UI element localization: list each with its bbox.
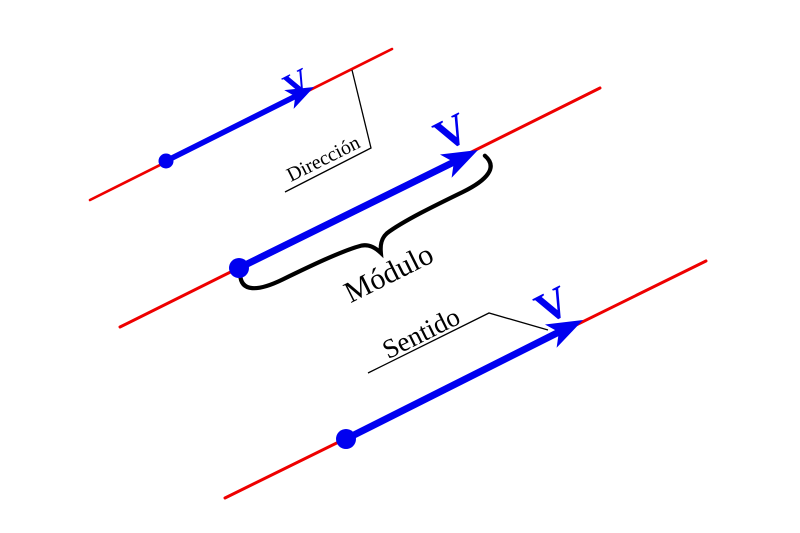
vector-direction-group: Dirección V (88, 47, 394, 202)
magnitude-brace-icon (238, 153, 493, 291)
magnitude-brace-group (238, 153, 493, 291)
magnitude-vector-shaft (237, 157, 458, 272)
sense-label-group: Sentido (377, 301, 464, 365)
direction-label: Dirección (283, 132, 363, 187)
sense-vector-origin-dot (336, 429, 356, 449)
direction-label-group: Dirección (283, 132, 363, 187)
direction-callout-line (284, 69, 372, 193)
magnitude-vector-arrowhead-icon (439, 150, 478, 178)
direction-vector-arrowhead-icon (284, 87, 314, 109)
magnitude-vector-origin-dot (229, 258, 249, 278)
sense-label: Sentido (377, 301, 464, 365)
sense-vector-shaft (344, 327, 563, 443)
sense-vector-arrowhead-icon (544, 320, 583, 348)
direction-vector-origin-dot (158, 153, 174, 169)
sense-callout-line (367, 312, 549, 374)
direction-vector-shaft (164, 93, 298, 164)
vector-sense-group: Sentido V (223, 259, 708, 500)
